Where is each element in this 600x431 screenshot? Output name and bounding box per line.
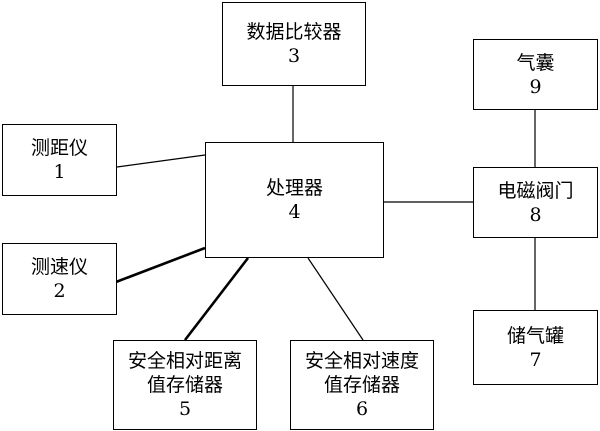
edge-1-4 (116, 154, 206, 168)
node-speedometer-label: 测速仪 (30, 256, 88, 278)
node-gas-tank: 储气罐 7 (473, 310, 598, 385)
node-solenoid-valve-number: 8 (529, 203, 542, 226)
node-safe-speed-storage: 安全相对速度 值存储器 6 (290, 340, 434, 430)
node-safe-speed-storage-label-2: 值存储器 (323, 374, 400, 396)
node-safe-distance-storage: 安全相对距离 值存储器 5 (113, 340, 257, 430)
node-speedometer-number: 2 (53, 280, 66, 302)
node-safe-speed-storage-label-1: 安全相对速度 (304, 350, 419, 372)
node-data-comparator-label: 数据比较器 (246, 21, 342, 43)
node-safe-speed-storage-number: 6 (355, 398, 369, 420)
node-rangefinder-label: 测距仪 (30, 137, 88, 159)
node-safe-distance-storage-label-2: 值存储器 (146, 374, 223, 396)
node-rangefinder: 测距仪 1 (2, 124, 117, 196)
node-speedometer: 测速仪 2 (2, 243, 117, 315)
node-safe-distance-storage-label-1: 安全相对距离 (127, 350, 242, 372)
edge-2-4 (115, 246, 206, 284)
node-airbag-label: 气囊 (516, 51, 555, 74)
edge-4-5 (183, 257, 250, 341)
node-airbag: 气囊 9 (473, 39, 598, 110)
node-airbag-number: 9 (529, 75, 542, 98)
node-gas-tank-number: 7 (529, 348, 542, 371)
node-solenoid-valve: 电磁阀门 8 (473, 167, 598, 238)
node-processor-label: 处理器 (265, 177, 323, 199)
node-processor: 处理器 4 (205, 142, 384, 258)
node-safe-distance-storage-number: 5 (178, 398, 192, 420)
node-processor-number: 4 (288, 201, 301, 223)
node-gas-tank-label: 储气罐 (506, 324, 564, 347)
node-solenoid-valve-label: 电磁阀门 (497, 179, 574, 202)
node-rangefinder-number: 1 (53, 161, 66, 183)
node-data-comparator-number: 3 (287, 45, 301, 67)
node-data-comparator: 数据比较器 3 (222, 2, 366, 86)
edge-4-6 (307, 257, 364, 341)
